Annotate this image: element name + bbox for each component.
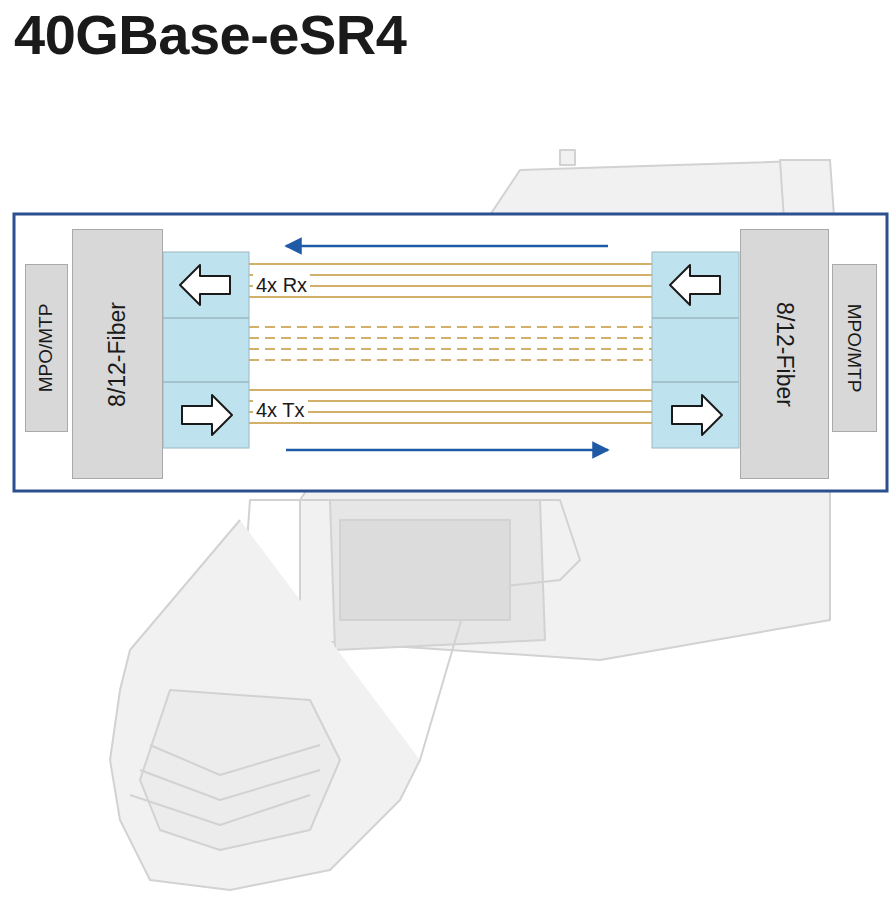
transceiver-panel <box>652 252 739 448</box>
fiber-line <box>249 422 652 424</box>
rx-arrow-icon <box>670 265 720 305</box>
handle-grip <box>130 795 310 825</box>
fiber-line <box>249 400 652 402</box>
tx-direction-arrow <box>286 449 608 452</box>
tx-label: 4x Tx <box>253 399 308 421</box>
module-tab <box>560 150 575 165</box>
module-face <box>330 500 545 650</box>
rx-direction-arrow <box>286 245 608 248</box>
rx-label: 4x Rx <box>253 274 310 296</box>
box-label: 8/12-Fiber <box>104 302 131 407</box>
connector-box: MPO/MTP <box>832 264 877 432</box>
panel-divider <box>163 317 249 319</box>
rx-arrow-icon <box>180 265 230 305</box>
fiber-line <box>249 359 652 361</box>
fiber-line <box>249 263 652 265</box>
transceiver-panel <box>163 252 249 448</box>
box-label: MPO/MTP <box>36 304 58 393</box>
fiber-bundle <box>249 264 652 423</box>
diagram-title: 40GBase-eSR4 <box>14 2 406 67</box>
panel-divider <box>652 317 739 319</box>
handle-grip <box>150 745 320 775</box>
box-label: MPO/MTP <box>844 304 866 393</box>
box-label: 8/12-Fiber <box>771 302 798 407</box>
tx-arrow-icon <box>182 395 232 435</box>
module-port <box>340 520 510 620</box>
panel-divider <box>652 381 739 383</box>
fiber-line <box>249 411 652 413</box>
panel-divider <box>163 381 249 383</box>
fiber-line <box>249 389 652 391</box>
connector-box: MPO/MTP <box>25 264 68 432</box>
fiber-box: 8/12-Fiber <box>740 229 829 479</box>
fiber-line <box>249 296 652 298</box>
handle-grip <box>140 770 320 800</box>
handle-pull <box>140 690 340 850</box>
fiber-box: 8/12-Fiber <box>72 229 163 479</box>
fiber-line <box>249 348 652 350</box>
fiber-line <box>249 337 652 339</box>
frame-border <box>14 214 887 491</box>
fiber-line <box>249 326 652 328</box>
tx-arrow-icon <box>672 395 722 435</box>
